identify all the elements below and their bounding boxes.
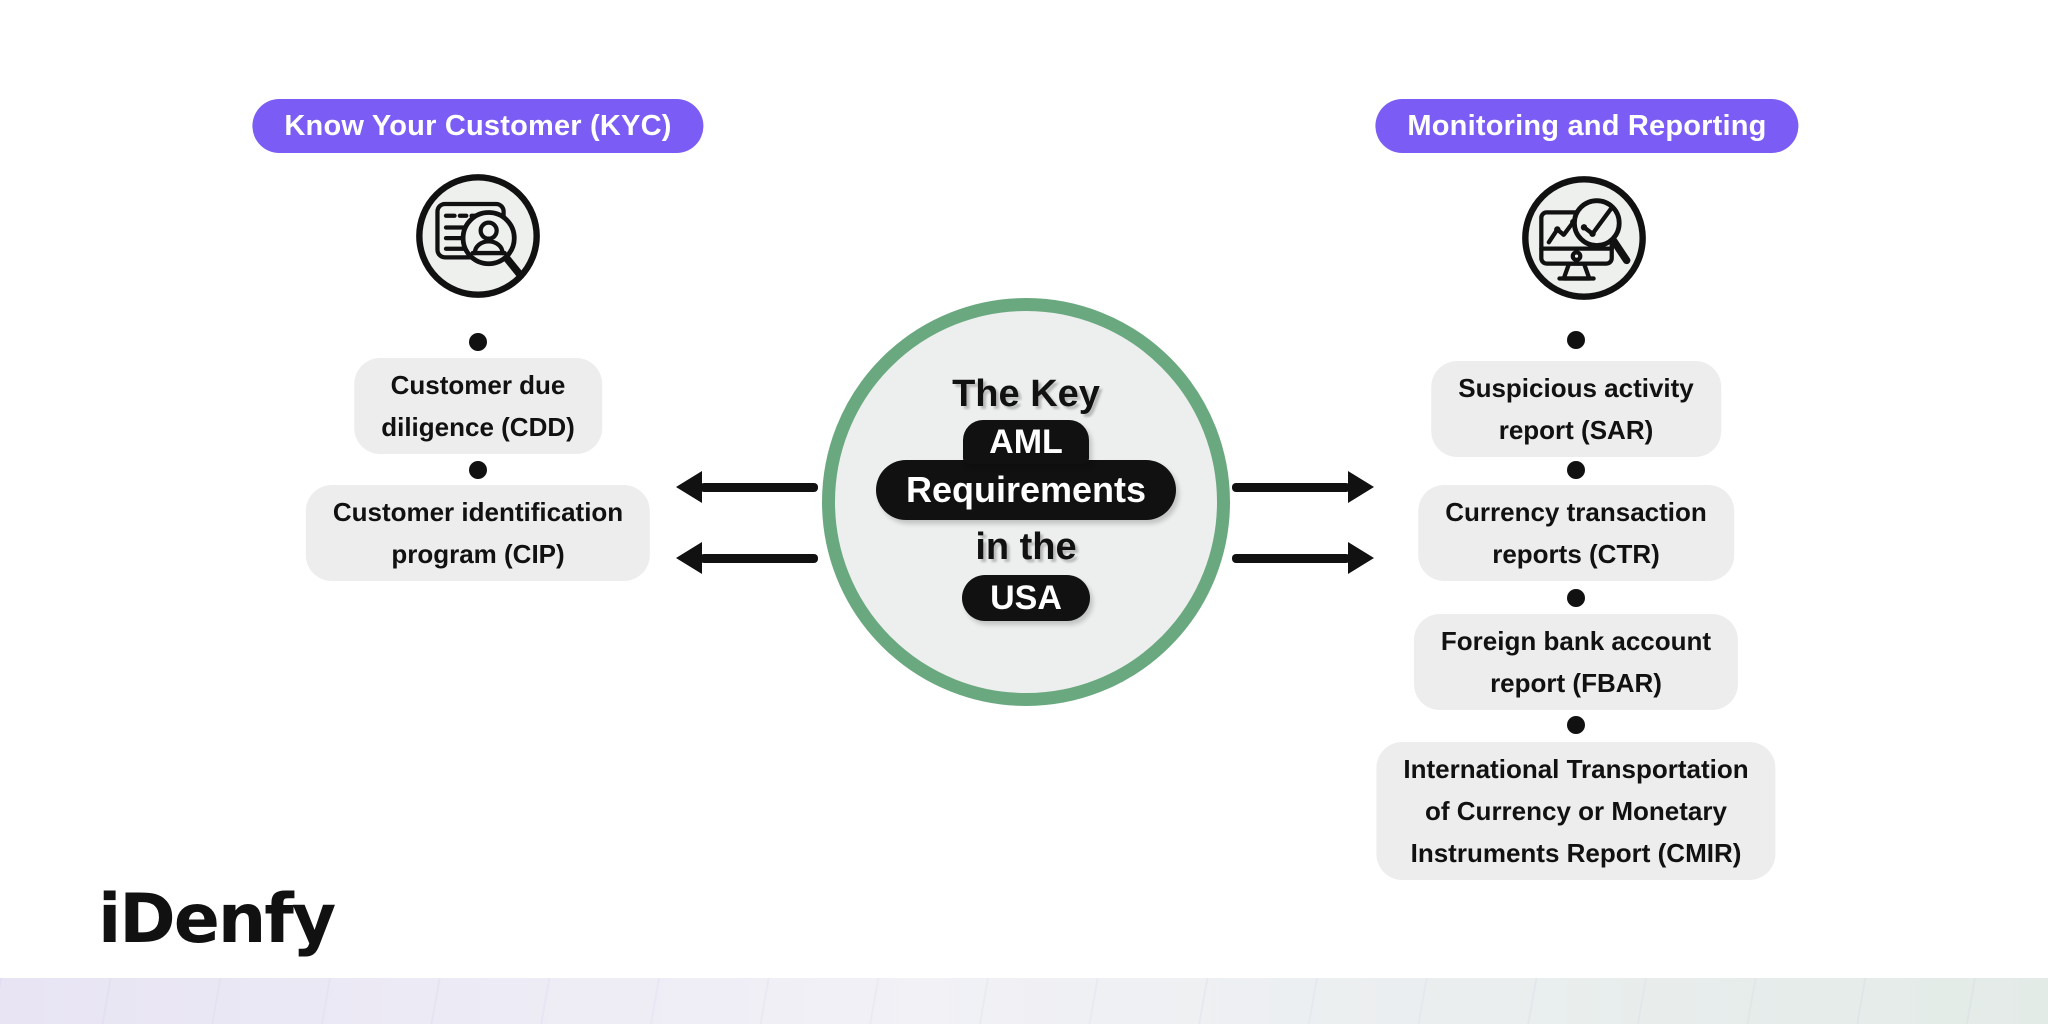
list-item-line: International Transportation bbox=[1403, 754, 1749, 784]
arrow-shaft bbox=[700, 554, 818, 563]
list-item-cmir: International Transportation of Currency… bbox=[1376, 742, 1776, 880]
list-item-fbar: Foreign bank account report (FBAR) bbox=[1413, 614, 1739, 710]
arrow-shaft bbox=[700, 483, 818, 492]
list-item-ctr: Currency transaction reports (CTR) bbox=[1418, 485, 1734, 581]
arrowhead-icon bbox=[1348, 542, 1374, 574]
list-item-line: Customer identification bbox=[332, 497, 624, 527]
connector-dot bbox=[1567, 461, 1585, 479]
footer-gradient-strip bbox=[0, 978, 2048, 1024]
list-item-line: report (FBAR) bbox=[1490, 668, 1662, 698]
arrowhead-icon bbox=[676, 471, 702, 503]
list-item-line: Currency transaction bbox=[1445, 497, 1707, 527]
kyc-section-badge: Know Your Customer (KYC) bbox=[252, 99, 704, 153]
usa-pill: USA bbox=[962, 575, 1090, 621]
arrowhead-icon bbox=[1348, 471, 1374, 503]
arrow-shaft bbox=[1232, 483, 1350, 492]
connector-dot bbox=[1567, 331, 1585, 349]
central-title-circle: The Key AML Requirements in the USA bbox=[822, 298, 1230, 706]
idenfy-logo: iDenfy bbox=[98, 880, 336, 959]
list-item-line: Foreign bank account bbox=[1440, 626, 1712, 656]
id-card-search-icon bbox=[414, 172, 542, 300]
arrowhead-icon bbox=[676, 542, 702, 574]
list-item-sar: Suspicious activity report (SAR) bbox=[1431, 361, 1721, 457]
list-item-line: Instruments Report (CMIR) bbox=[1410, 838, 1742, 868]
arrow-left-icon bbox=[676, 471, 820, 503]
arrow-shaft bbox=[1232, 554, 1350, 563]
list-item-line: program (CIP) bbox=[391, 539, 565, 569]
aml-pill: AML bbox=[963, 420, 1089, 464]
arrow-left-icon bbox=[676, 542, 820, 574]
list-item-line: Suspicious activity bbox=[1458, 373, 1694, 403]
list-item-line: report (SAR) bbox=[1498, 415, 1654, 445]
central-title-top: The Key bbox=[952, 373, 1100, 415]
monitoring-section-badge: Monitoring and Reporting bbox=[1375, 99, 1799, 153]
list-item-line: of Currency or Monetary bbox=[1425, 796, 1727, 826]
list-item-line: reports (CTR) bbox=[1492, 539, 1660, 569]
connector-dot bbox=[469, 333, 487, 351]
arrow-right-icon bbox=[1230, 471, 1374, 503]
list-item-cip: Customer identification program (CIP) bbox=[305, 485, 651, 581]
list-item-line: diligence (CDD) bbox=[381, 412, 575, 442]
connector-dot bbox=[1567, 716, 1585, 734]
arrow-right-icon bbox=[1230, 542, 1374, 574]
requirements-pill: Requirements bbox=[875, 460, 1177, 520]
connector-dot bbox=[1567, 589, 1585, 607]
list-item-cdd: Customer due diligence (CDD) bbox=[354, 358, 602, 454]
central-title-mid: in the bbox=[975, 526, 1077, 568]
analytics-search-icon bbox=[1520, 174, 1648, 302]
connector-dot bbox=[469, 461, 487, 479]
list-item-line: Customer due bbox=[390, 370, 566, 400]
